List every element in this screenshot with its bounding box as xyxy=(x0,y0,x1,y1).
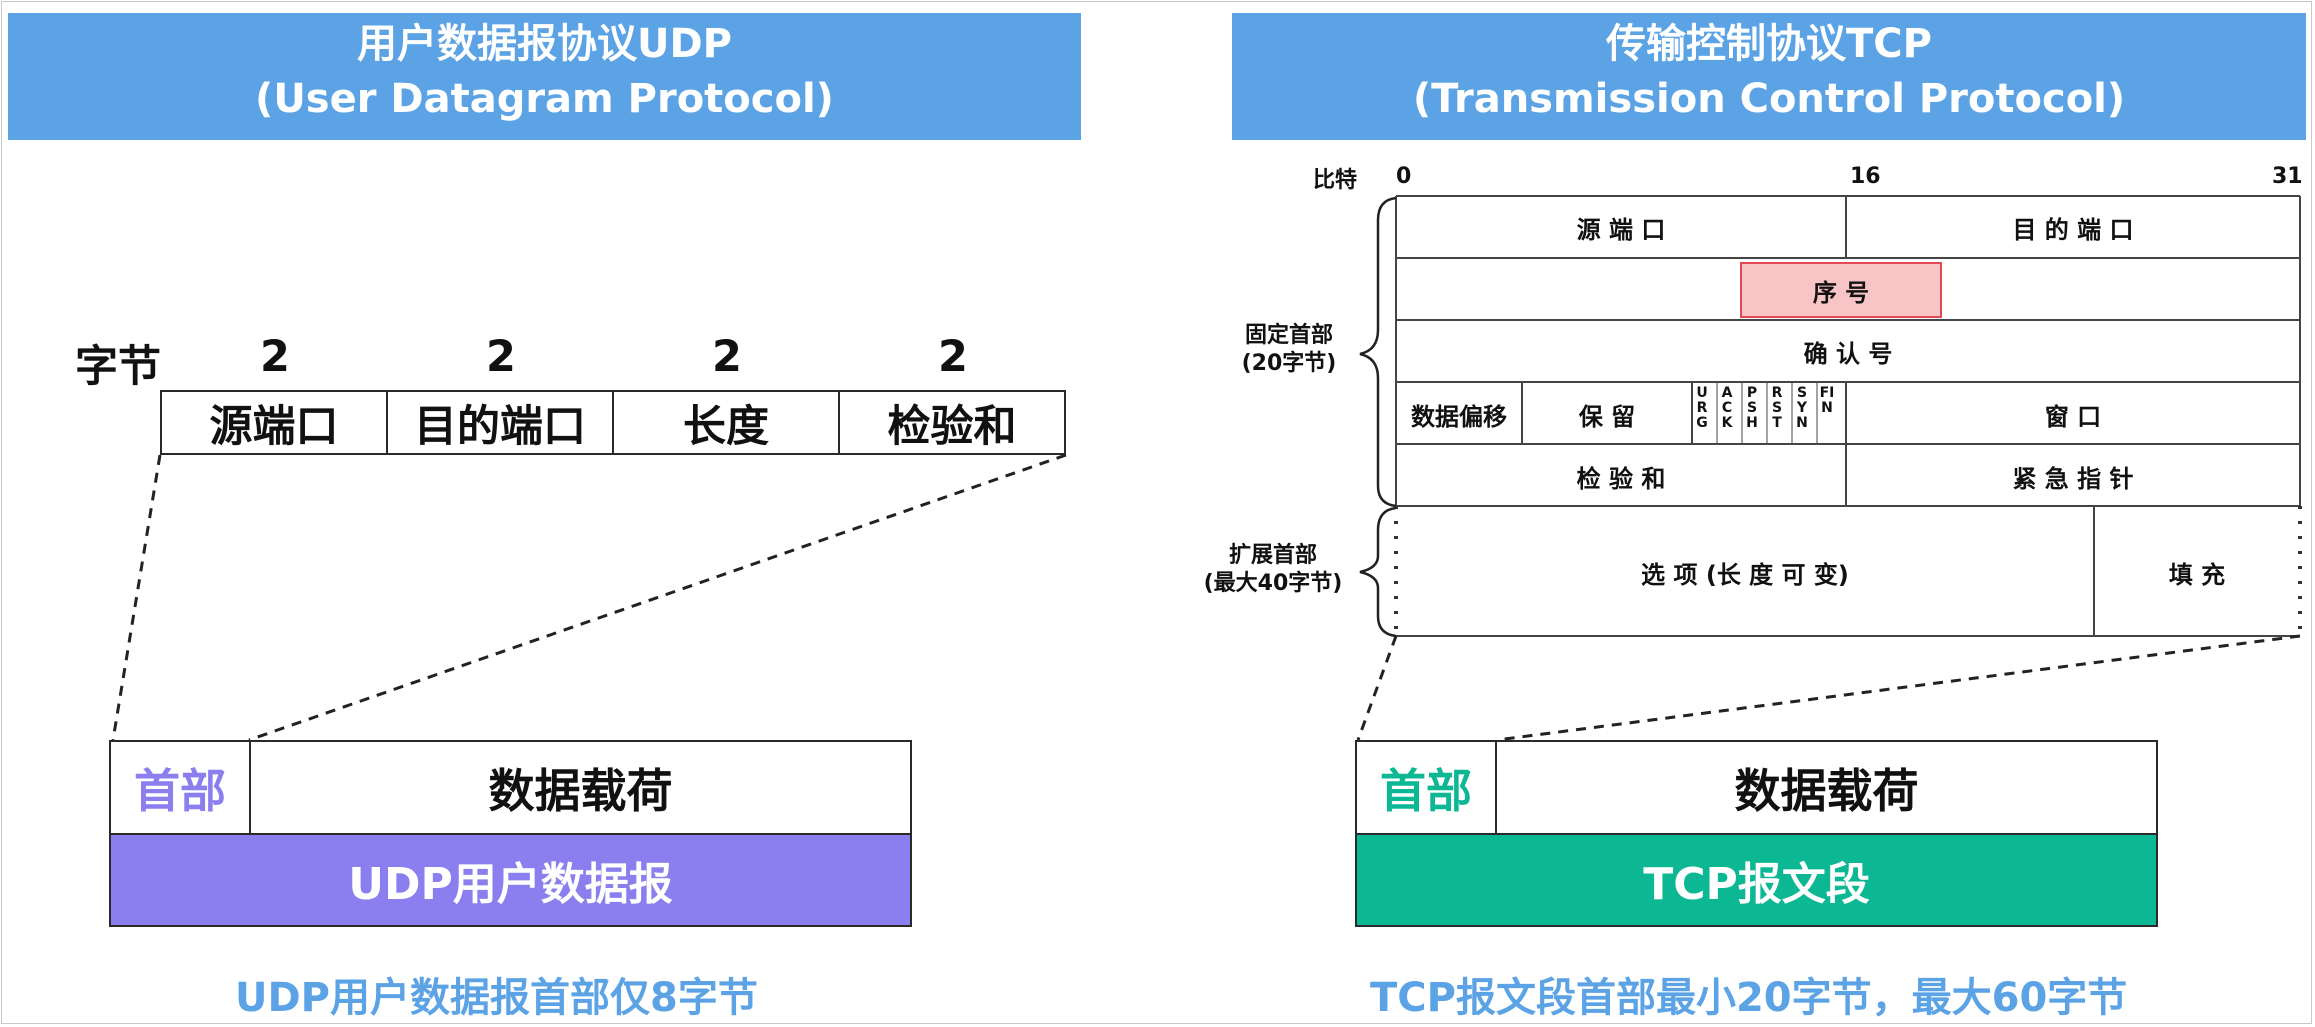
udp-packet-top-row: 首部 数据载荷 xyxy=(109,740,912,835)
udp-packet-header: 首部 xyxy=(111,742,251,833)
tcp-bit-label: 比特 xyxy=(1313,168,1358,193)
tcp-field-padding: 填 充 xyxy=(2168,560,2226,589)
tcp-flags-group: URG ACK PSH RST SYN FIN xyxy=(1692,384,1846,444)
udp-field-src-port: 源端口 xyxy=(209,401,339,452)
tcp-flag-fin[interactable]: FIN xyxy=(1819,385,1835,416)
udp-field-length: 长度 xyxy=(612,392,838,453)
udp-field-size: 2 xyxy=(938,332,968,382)
udp-datagram-bar: UDP用户数据报 xyxy=(109,833,912,927)
tcp-title: 传输控制协议TCP xyxy=(1606,21,1932,67)
udp-caption: UDP用户数据报首部仅8字节 xyxy=(235,975,758,1021)
udp-title: 用户数据报协议UDP xyxy=(357,21,732,67)
tcp-flag-rst[interactable]: RST xyxy=(1771,385,1783,431)
tcp-field-checksum: 检 验 和 xyxy=(1576,464,1666,493)
tcp-field-data-offset: 数据偏移 xyxy=(1411,402,1507,431)
udp-field-size: 2 xyxy=(260,332,290,382)
tcp-bit-mark: 0 xyxy=(1396,164,1412,189)
udp-field-checksum: 检验和 xyxy=(838,392,1064,453)
tcp-field-window: 窗 口 xyxy=(2044,402,2102,431)
tcp-field-options: 选 项 (长 度 可 变) xyxy=(1641,560,1849,589)
udp-field-dst-port: 目的端口 xyxy=(386,392,612,453)
tcp-packet-top-row: 首部 数据载荷 xyxy=(1355,740,2158,835)
tcp-packet-header: 首部 xyxy=(1357,742,1497,833)
tcp-flag-urg[interactable]: URG xyxy=(1696,385,1708,431)
tcp-fixed-header-label: 固定首部 (20字节) xyxy=(1241,323,1337,376)
udp-field-size: 2 xyxy=(486,332,516,382)
udp-packet-payload: 数据载荷 xyxy=(488,763,673,818)
tcp-flag-syn[interactable]: SYN xyxy=(1796,385,1808,431)
tcp-flag-psh[interactable]: PSH xyxy=(1746,385,1758,431)
tcp-field-urgent-pointer: 紧 急 指 针 xyxy=(2012,464,2134,493)
udp-header-fields: 源端口 目的端口 长度 检验和 xyxy=(160,390,1066,455)
udp-subtitle: (User Datagram Protocol) xyxy=(255,76,834,122)
tcp-field-seq: 序 号 xyxy=(1740,262,1942,318)
udp-field-size: 2 xyxy=(712,332,742,382)
tcp-title-banner: 传输控制协议TCP (Transmission Control Protocol… xyxy=(1232,13,2306,140)
tcp-field-src-port: 源 端 口 xyxy=(1576,215,1666,244)
tcp-flag-ack[interactable]: ACK xyxy=(1721,385,1733,431)
tcp-subtitle: (Transmission Control Protocol) xyxy=(1412,76,2126,122)
udp-title-banner: 用户数据报协议UDP (User Datagram Protocol) xyxy=(8,13,1081,140)
tcp-extended-header-label: 扩展首部 (最大40字节) xyxy=(1203,543,1343,596)
tcp-field-reserved: 保 留 xyxy=(1578,402,1636,431)
tcp-field-dst-port: 目 的 端 口 xyxy=(2012,215,2134,244)
tcp-segment-bar: TCP报文段 xyxy=(1355,833,2158,927)
tcp-caption: TCP报文段首部最小20字节，最大60字节 xyxy=(1370,975,2128,1021)
tcp-packet-payload: 数据载荷 xyxy=(1734,763,1919,818)
udp-byte-label: 字节 xyxy=(75,342,161,392)
tcp-bit-mark: 16 xyxy=(1850,164,1881,189)
tcp-field-ack: 确 认 号 xyxy=(1803,339,1893,368)
tcp-bit-mark: 31 xyxy=(2272,164,2303,189)
